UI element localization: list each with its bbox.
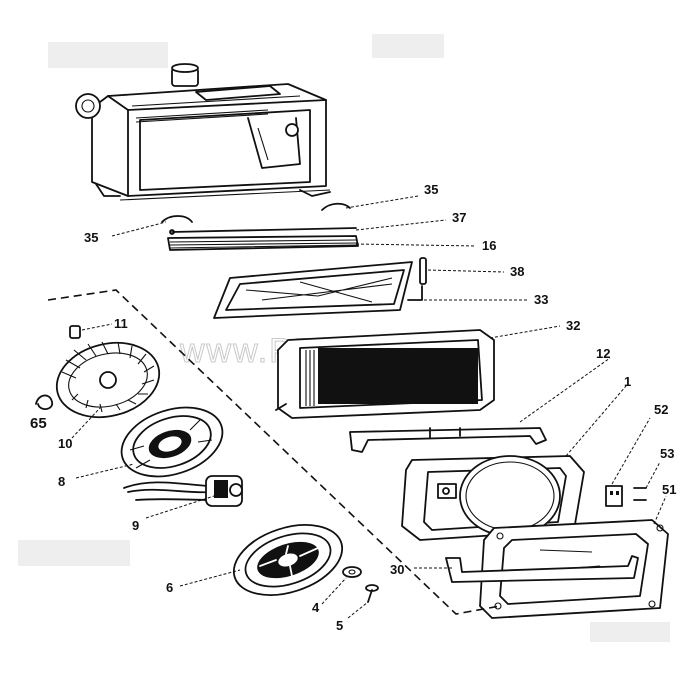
assembly-dashed-line <box>47 289 501 615</box>
part-30-bracket <box>445 555 639 583</box>
part-11-clip <box>69 325 81 339</box>
scan-smudge <box>590 622 670 642</box>
label-53: 53 <box>660 446 674 461</box>
callout-labels: 35 35 37 16 38 33 32 12 1 52 53 51 11 65… <box>30 182 676 633</box>
part-35-clips <box>161 202 351 223</box>
label-51: 51 <box>662 482 676 497</box>
part-33-frame <box>213 261 423 319</box>
part-37-rod <box>169 227 357 235</box>
label-9: 9 <box>132 518 139 533</box>
label-35-right: 35 <box>424 182 438 197</box>
label-8: 8 <box>58 474 65 489</box>
scan-smudge <box>48 42 168 68</box>
leader-lines <box>71 195 667 619</box>
part-5-screw <box>365 584 379 603</box>
label-6: 6 <box>166 580 173 595</box>
label-5: 5 <box>336 618 343 633</box>
part-10-fan-wheel <box>55 341 161 419</box>
label-32: 32 <box>566 318 580 333</box>
label-33: 33 <box>534 292 548 307</box>
label-1: 1 <box>624 374 631 389</box>
label-11: 11 <box>114 316 128 331</box>
part-1-base-plate <box>401 455 585 541</box>
part-6-motor-plate <box>232 524 344 596</box>
label-10: 10 <box>58 436 72 451</box>
label-35-left: 35 <box>84 230 98 245</box>
part-4-washer <box>342 566 362 578</box>
part-12-bracket <box>349 427 547 453</box>
part-52-terminal <box>605 485 623 507</box>
scan-smudge <box>372 34 444 58</box>
scan-smudge <box>18 540 130 566</box>
label-37: 37 <box>452 210 466 225</box>
part-38-pin <box>419 257 427 285</box>
part-53-screws <box>633 487 647 501</box>
label-38: 38 <box>510 264 524 279</box>
part-9-motor <box>123 475 243 507</box>
heater-housing <box>75 63 331 201</box>
part-65-clip <box>35 394 53 410</box>
label-30: 30 <box>390 562 404 577</box>
part-8-fan-housing <box>120 406 224 478</box>
part-16-filter-strip <box>167 235 359 251</box>
label-16: 16 <box>482 238 496 253</box>
part-32-heat-exchanger <box>275 329 495 419</box>
label-52: 52 <box>654 402 668 417</box>
label-65: 65 <box>30 415 47 432</box>
label-12: 12 <box>596 346 610 361</box>
label-4: 4 <box>312 600 320 615</box>
